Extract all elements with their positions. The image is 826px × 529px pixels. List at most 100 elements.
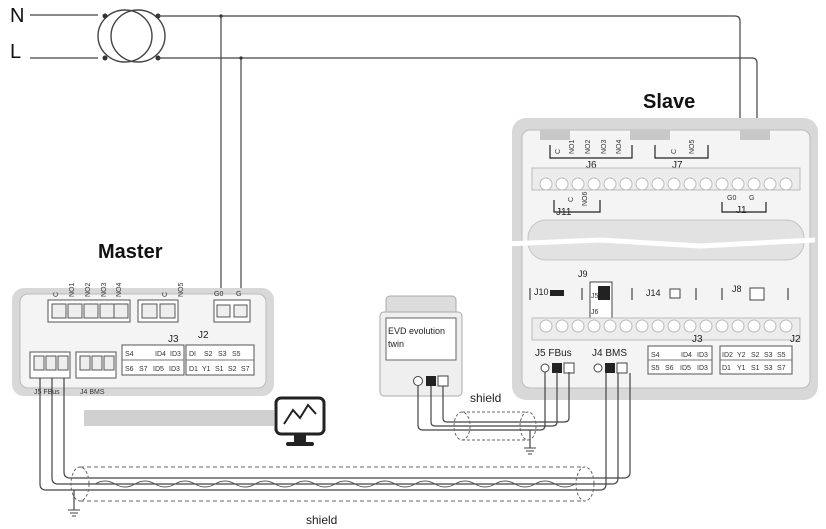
slave-j7-header: C NO5 J7 <box>654 140 709 171</box>
svg-text:J5 FBus: J5 FBus <box>535 348 572 359</box>
svg-text:NO4: NO4 <box>616 140 623 155</box>
svg-text:S1: S1 <box>215 366 224 373</box>
svg-text:S7: S7 <box>777 365 786 372</box>
slave-j6-label: J6 <box>586 160 597 171</box>
svg-text:DI: DI <box>189 351 196 358</box>
svg-text:Y1: Y1 <box>202 366 211 373</box>
shield-label-top: shield <box>470 391 501 405</box>
svg-text:S3: S3 <box>764 352 773 359</box>
svg-text:J4 BMS: J4 BMS <box>592 348 627 359</box>
svg-text:ID4: ID4 <box>681 352 692 359</box>
slave-title: Slave <box>643 91 695 113</box>
transformer-icon <box>97 9 166 63</box>
ground-icon-top <box>524 447 536 455</box>
ground-icon-bottom <box>68 509 80 517</box>
svg-text:J8: J8 <box>732 284 742 294</box>
shield-label-bottom: shield <box>306 513 337 527</box>
svg-text:ID5: ID5 <box>153 366 164 373</box>
svg-text:C: C <box>555 149 562 154</box>
master-pin-g: G <box>236 291 241 298</box>
master-pin-no3: NO3 <box>101 283 108 298</box>
svg-text:S6: S6 <box>125 366 134 373</box>
svg-text:S7: S7 <box>241 366 250 373</box>
evd-evolution-twin: EVD evolution twin <box>379 295 463 397</box>
svg-text:S2: S2 <box>751 352 760 359</box>
slave-j2-label: J2 <box>790 334 801 345</box>
svg-text:Y1: Y1 <box>737 365 746 372</box>
master-pin-g0: G0 <box>214 291 223 298</box>
slave-j11-header: C NO6 J11 <box>553 192 601 218</box>
secondary-l-wire <box>158 57 758 160</box>
master-j3-terminal: S4 ID4 ID3 S6 S7 ID5 ID3 <box>121 344 185 376</box>
monitor-graph-icon <box>274 396 326 446</box>
svg-text:C: C <box>671 149 678 154</box>
rail-l-label: L <box>10 41 21 63</box>
slave-j1-header: G0 G J1 <box>721 195 767 216</box>
svg-text:J14: J14 <box>646 288 661 298</box>
master-pin-c2: C <box>162 292 169 297</box>
master-controller: Master C NO1 NO2 NO3 NO4 C NO5 G0 <box>12 241 274 396</box>
slave-j11-label: J11 <box>556 207 572 218</box>
evd-line-2: twin <box>388 339 404 349</box>
slave-j3-terminal: S4 ID4 ID3 S5 S6 ID5 ID3 <box>647 345 713 375</box>
evd-line-1: EVD evolution <box>388 326 445 336</box>
master-pin-no4: NO4 <box>116 283 123 298</box>
master-title: Master <box>98 241 163 263</box>
master-power-terminal: G0 G <box>213 291 251 323</box>
slave-j3-label: J3 <box>692 334 703 345</box>
slave-j7-label: J7 <box>672 160 683 171</box>
mains-rails: N L <box>10 5 758 290</box>
slave-j2-terminal: ID2 Y2 S2 S3 S5 D1 Y1 S1 S3 S7 <box>719 345 793 375</box>
svg-text:NO3: NO3 <box>601 140 608 155</box>
svg-text:S3: S3 <box>764 365 773 372</box>
svg-text:ID3: ID3 <box>169 366 180 373</box>
svg-text:S1: S1 <box>751 365 760 372</box>
slave-j6-header: C NO1 NO2 NO3 NO4 J6 <box>549 140 633 171</box>
slave-j10-port: J10 <box>529 287 583 300</box>
svg-text:S6: S6 <box>665 365 674 372</box>
master-pin-no2: NO2 <box>85 283 92 298</box>
slave-j9-jumper: J9 J5 J6 <box>578 269 613 319</box>
svg-text:NO6: NO6 <box>582 192 589 207</box>
svg-text:NO1: NO1 <box>569 140 576 155</box>
master-j2-label: J2 <box>198 330 209 341</box>
svg-text:C: C <box>568 197 575 202</box>
svg-text:D1: D1 <box>189 366 198 373</box>
svg-text:J10: J10 <box>534 287 549 297</box>
svg-text:S5: S5 <box>232 351 241 358</box>
master-relay-terminal-1: C NO1 NO2 NO3 NO4 <box>47 283 131 323</box>
svg-text:S5: S5 <box>651 365 660 372</box>
fbus-cable: shield <box>417 372 570 455</box>
svg-text:S5: S5 <box>777 352 786 359</box>
svg-text:ID3: ID3 <box>697 365 708 372</box>
master-j2-terminal: DI S2 S3 S5 D1 Y1 S1 S2 S7 <box>185 344 255 376</box>
master-pin-no5: NO5 <box>178 283 185 298</box>
svg-text:D1: D1 <box>722 365 731 372</box>
svg-text:ID3: ID3 <box>170 351 181 358</box>
master-j5-label: J5 FBus <box>34 389 60 396</box>
svg-text:Y2: Y2 <box>737 352 746 359</box>
svg-text:ID3: ID3 <box>697 352 708 359</box>
slave-pin-g0: G0 <box>727 195 736 202</box>
svg-text:S2: S2 <box>204 351 213 358</box>
bms-cable: shield <box>39 373 631 527</box>
svg-text:S3: S3 <box>218 351 227 358</box>
slave-pin-g: G <box>749 195 754 202</box>
svg-text:S7: S7 <box>139 366 148 373</box>
slave-controller: Slave C NO1 NO2 NO3 NO4 J6 C NO5 J7 <box>504 91 818 400</box>
svg-text:S4: S4 <box>125 351 134 358</box>
master-j3-label: J3 <box>168 334 179 345</box>
master-j4-label: J4 BMS <box>80 389 105 396</box>
svg-text:J5: J5 <box>591 293 599 300</box>
master-j4-bms-port: J4 BMS <box>75 351 117 396</box>
svg-text:NO2: NO2 <box>585 140 592 155</box>
slave-top-terminal-row <box>531 167 801 191</box>
svg-text:J9: J9 <box>578 269 588 279</box>
rail-n-label: N <box>10 5 24 27</box>
svg-text:NO5: NO5 <box>689 140 696 155</box>
master-relay-terminal-2: C NO5 <box>137 283 185 323</box>
svg-text:S2: S2 <box>228 366 237 373</box>
supervisor-link <box>84 396 326 446</box>
svg-text:ID4: ID4 <box>155 351 166 358</box>
